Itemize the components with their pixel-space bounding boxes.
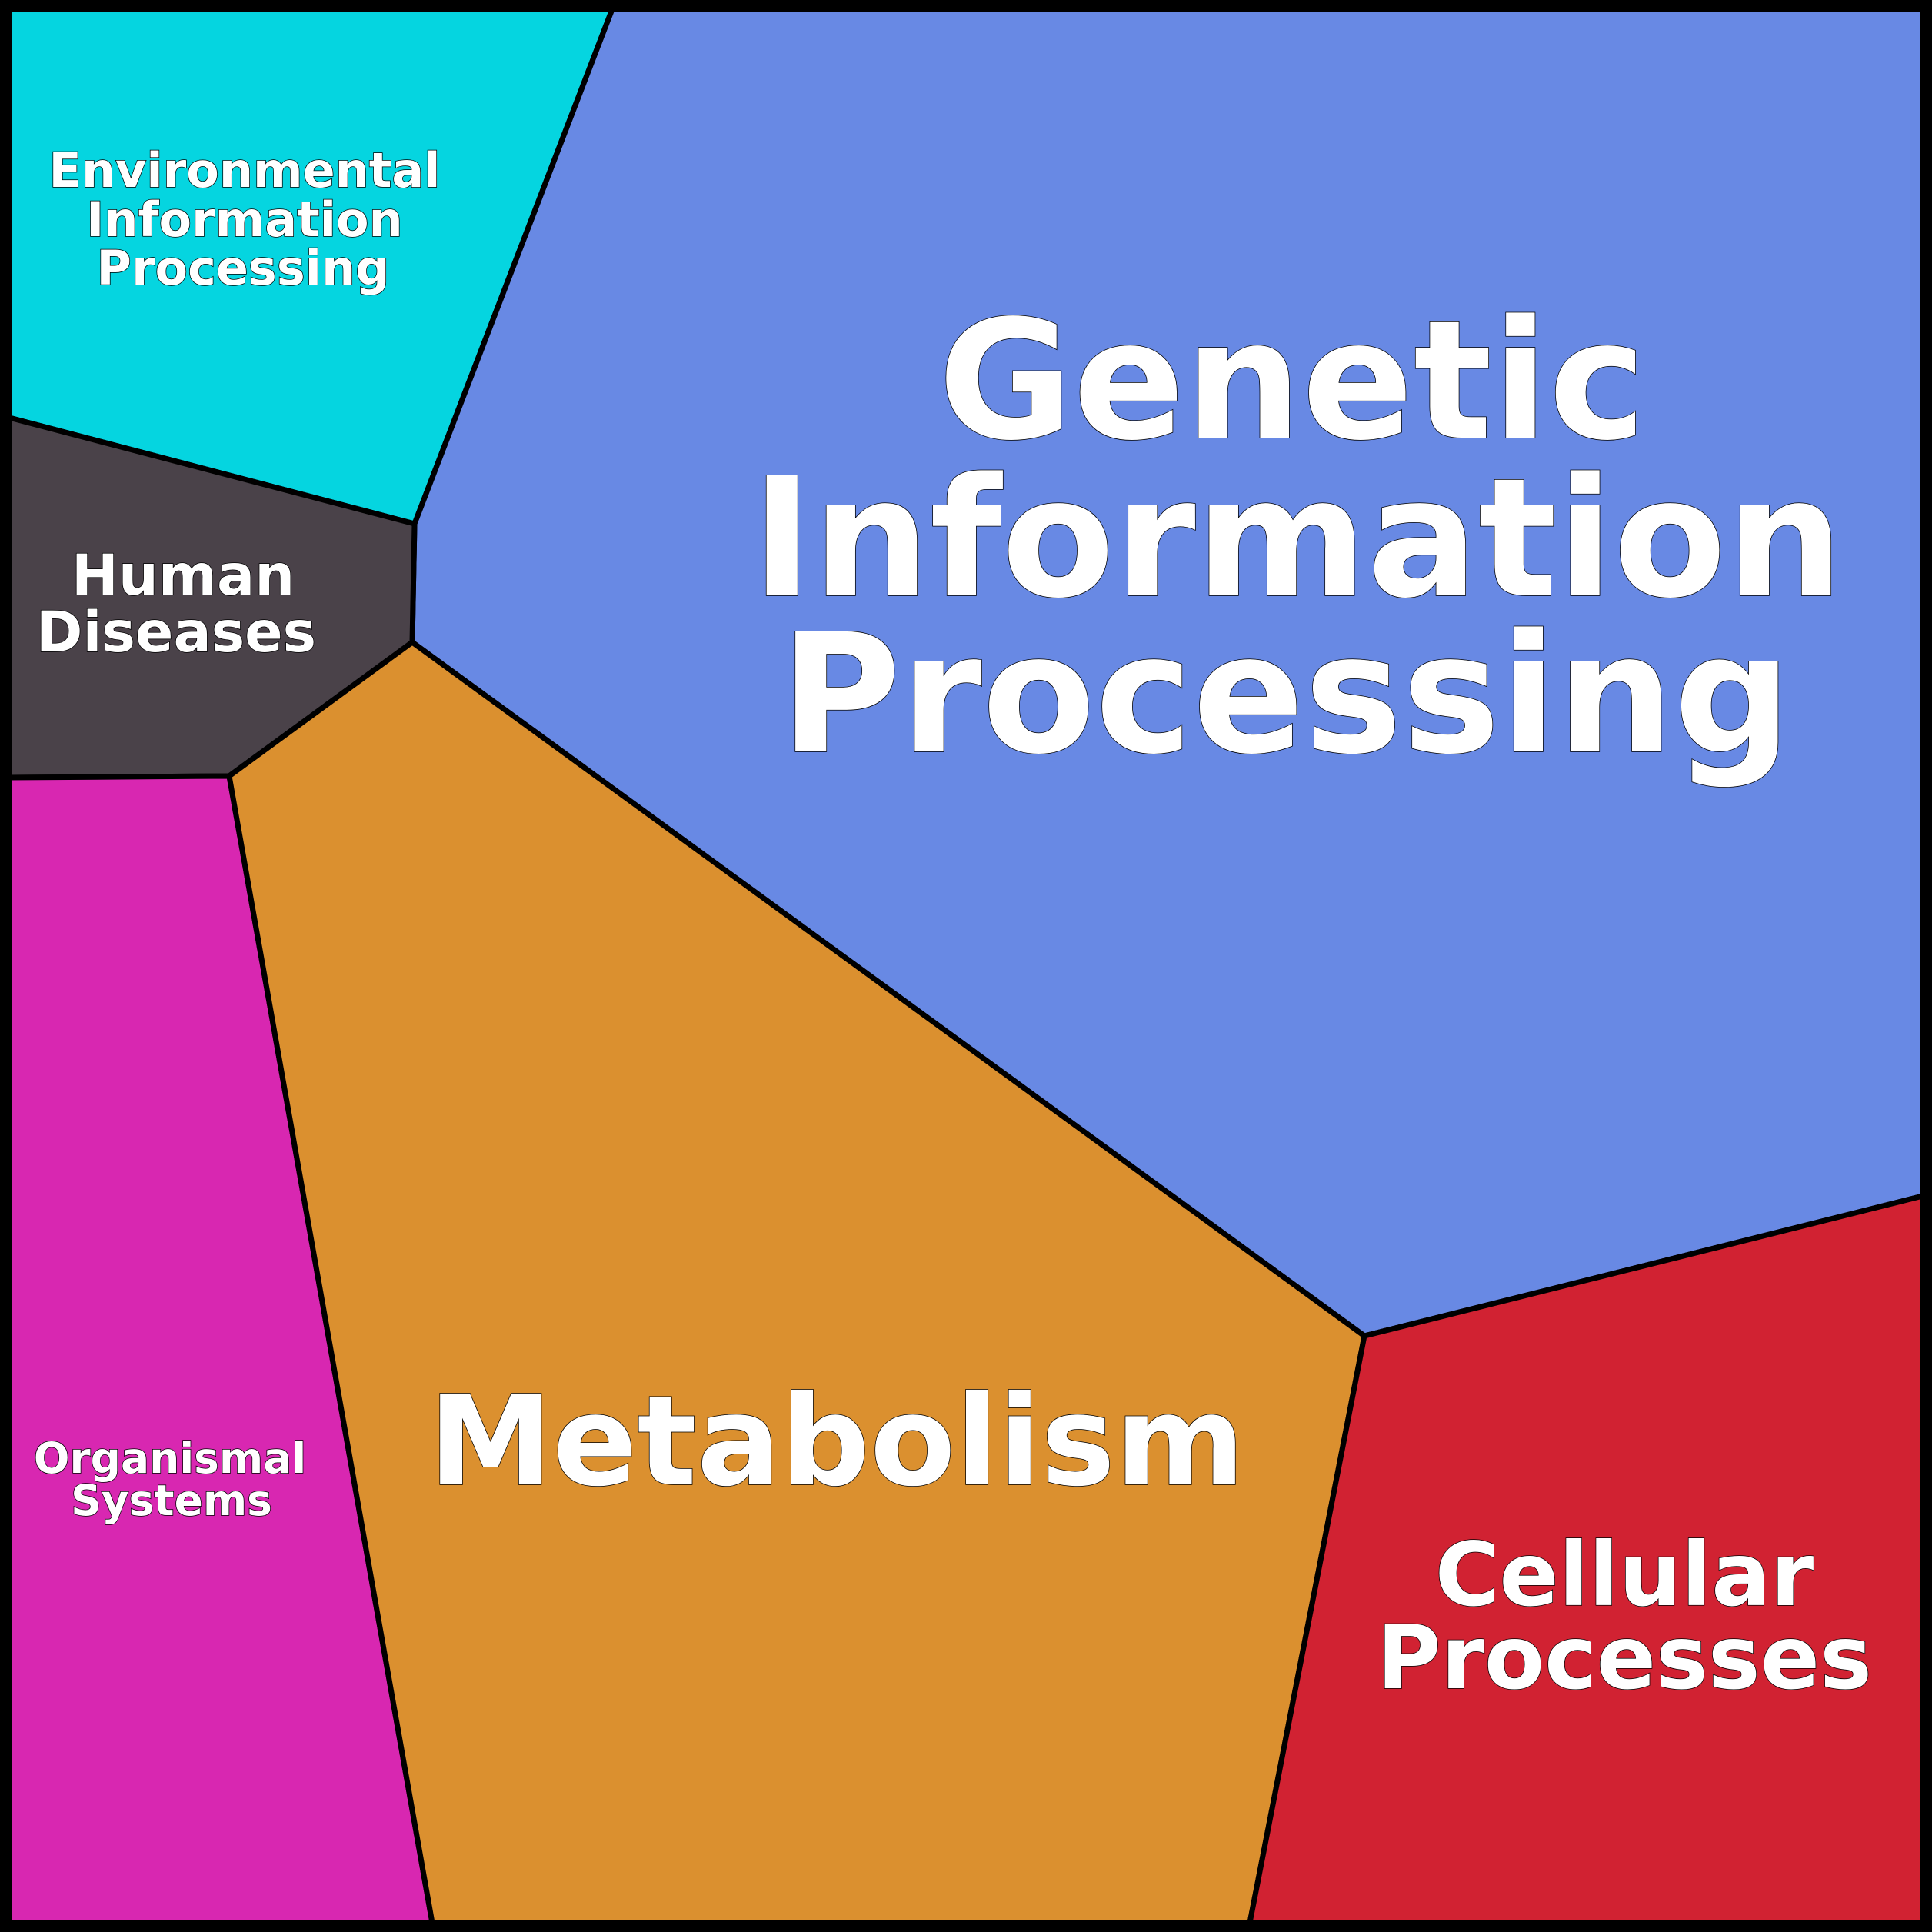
label-line: Systems — [71, 1476, 272, 1525]
label-line: Human — [72, 543, 295, 608]
label-line: Cellular — [1435, 1524, 1814, 1626]
label-line: Organismal — [34, 1434, 306, 1483]
label-line: Processing — [780, 599, 1791, 791]
label-line: Diseases — [36, 600, 316, 665]
label-line: Metabolism — [428, 1370, 1244, 1514]
label-human-diseases: Human Diseases — [35, 542, 317, 666]
label-line: Information — [86, 192, 402, 248]
label-line: Processing — [97, 240, 390, 296]
label-line: Genetic — [938, 285, 1647, 477]
label-metabolism: Metabolism — [428, 1369, 1246, 1515]
label-genetic-information-processing: Genetic Information Processing — [751, 285, 1844, 791]
label-cellular-processes: Cellular Processes — [1376, 1523, 1872, 1710]
label-organismal-systems: Organismal Systems — [33, 1433, 307, 1526]
label-line: Information — [751, 443, 1844, 635]
label-environmental-information-processing: Environmental Information Processing — [48, 142, 441, 297]
label-line: Processes — [1377, 1607, 1872, 1709]
label-line: Environmental — [49, 142, 441, 198]
